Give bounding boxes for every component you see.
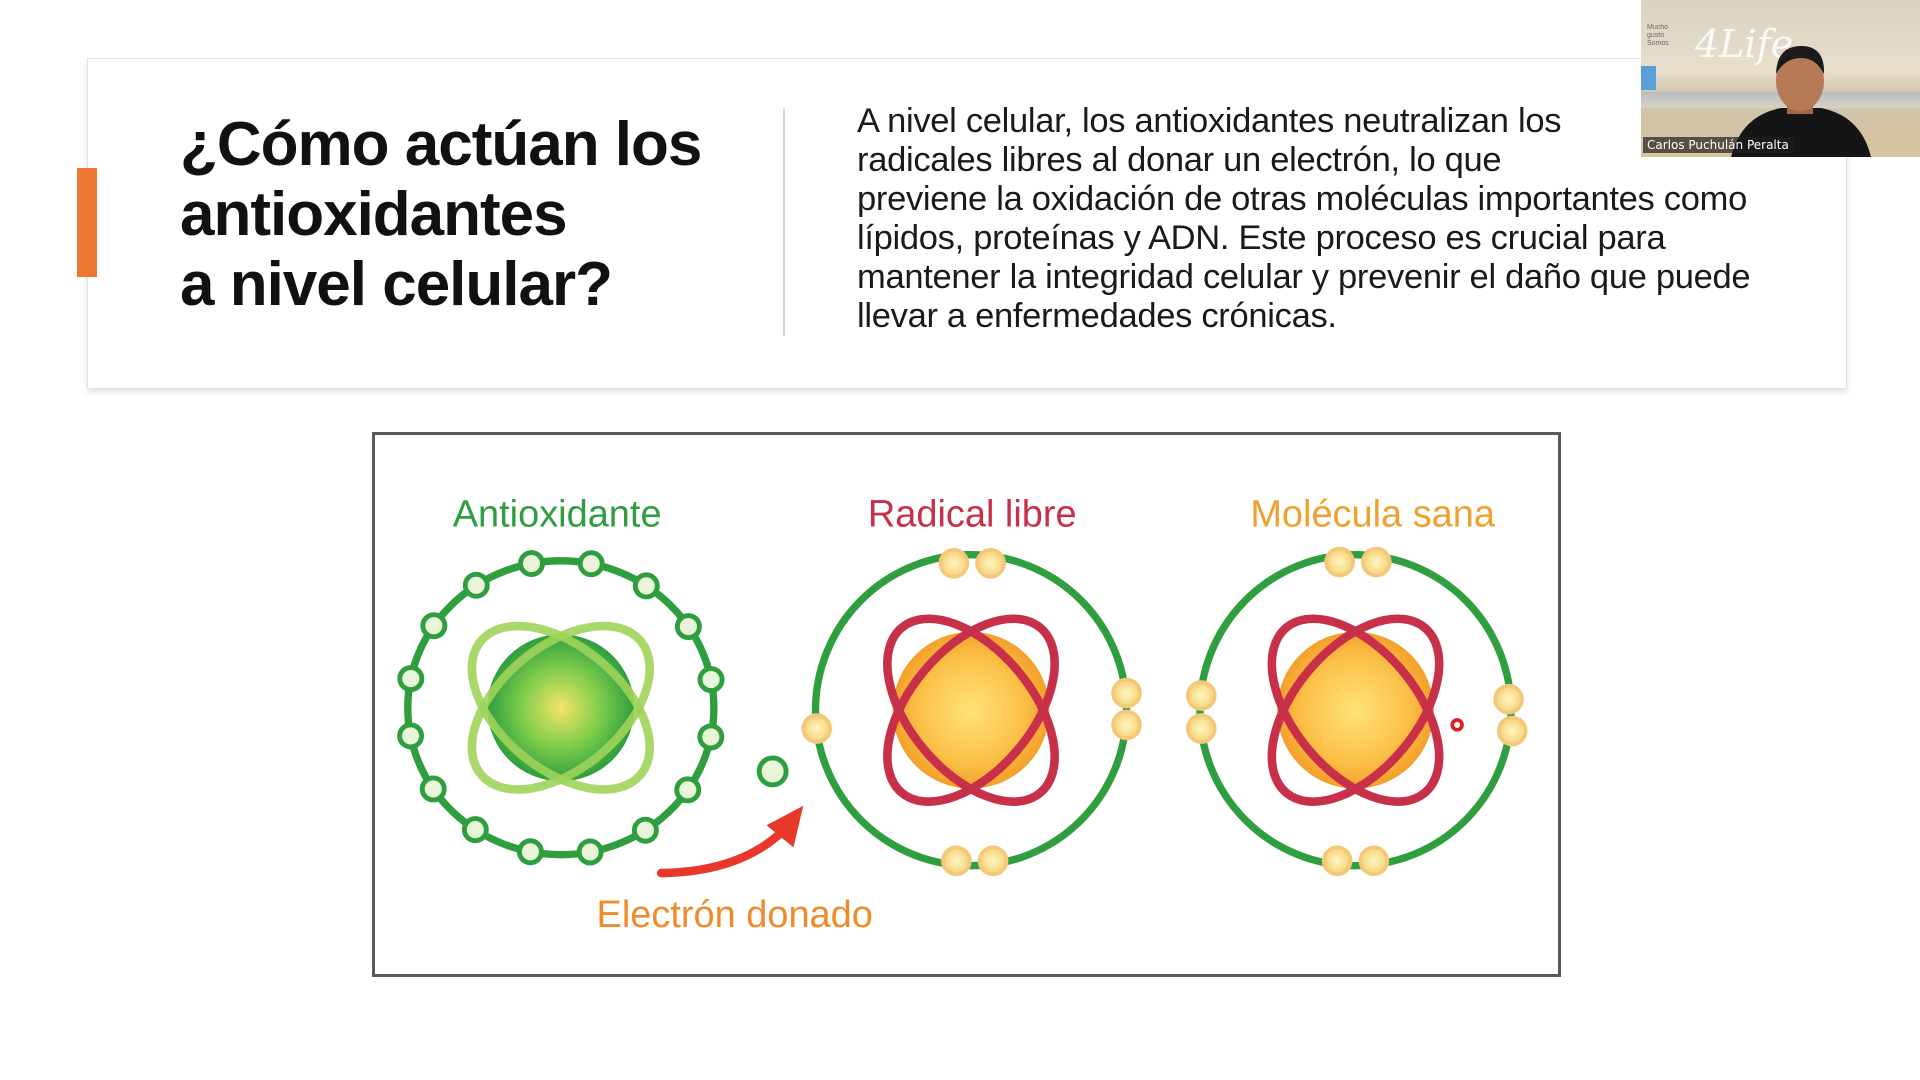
- electron: [1321, 845, 1353, 877]
- electron: [801, 713, 833, 744]
- title-line: a nivel celular?: [180, 250, 613, 319]
- arrow-head-icon: [766, 805, 804, 848]
- cursor-dot: [1450, 718, 1464, 732]
- electron: [1324, 546, 1355, 578]
- slide-body-text: A nivel celular, los antioxidantes neutr…: [857, 102, 1751, 335]
- orbit-electrons: [801, 546, 1528, 877]
- label-donated-electron: Electrón donado: [597, 894, 873, 936]
- divider: [783, 108, 785, 336]
- title-line: antioxidantes: [180, 180, 568, 249]
- free-radical-atom: [811, 551, 1131, 870]
- label-free-radical: Radical libre: [868, 494, 1077, 536]
- electron: [632, 572, 660, 600]
- participant-name: Carlos Puchulán Peralta: [1643, 137, 1793, 153]
- electron: [697, 723, 725, 751]
- electron: [1111, 709, 1142, 741]
- label-healthy-molecule: Molécula sana: [1250, 494, 1496, 536]
- electron: [975, 547, 1006, 579]
- background-logo: 4Life: [1695, 22, 1794, 66]
- background-text: Mucho gusto Somos: [1647, 24, 1669, 47]
- video-background: [1641, 92, 1920, 108]
- electron: [461, 816, 489, 844]
- electron: [674, 776, 702, 804]
- electron: [1496, 715, 1528, 747]
- webcam-video[interactable]: Mucho gusto Somos 4Life Carlos Puchulán …: [1641, 0, 1920, 157]
- electron: [941, 845, 972, 877]
- accent-bar: [77, 168, 97, 277]
- electron: [1361, 546, 1392, 578]
- electron: [697, 666, 725, 694]
- title-line: ¿Cómo actúan los: [180, 110, 702, 179]
- electron: [1358, 845, 1390, 877]
- antioxidant-electrons: [397, 550, 725, 866]
- electron: [576, 838, 604, 866]
- free-electron: [756, 755, 789, 788]
- electron: [1185, 713, 1217, 744]
- electron: [1493, 683, 1524, 715]
- electron: [1111, 677, 1142, 709]
- electron: [516, 838, 544, 866]
- slide-body-wrapper: A nivel celular, los antioxidantes neutr…: [857, 102, 1787, 336]
- electron: [518, 550, 545, 578]
- label-antioxidant: Antioxidante: [453, 494, 662, 536]
- electron: [397, 722, 425, 750]
- electron: [462, 571, 490, 599]
- electron: [577, 550, 605, 578]
- healthy-molecule-atom: [1196, 551, 1515, 870]
- donation-arrow: [656, 825, 788, 878]
- electron: [938, 547, 970, 579]
- slide-card: [87, 58, 1847, 389]
- video-background: [1641, 66, 1656, 90]
- electron: [631, 816, 659, 844]
- electron: [419, 775, 447, 803]
- electron: [674, 613, 702, 641]
- slide-title: ¿Cómo actúan los antioxidantes a nivel c…: [180, 110, 702, 320]
- electron: [397, 665, 425, 693]
- antioxidant-atom: [397, 550, 725, 866]
- electron: [977, 845, 1009, 877]
- electron: [420, 612, 448, 640]
- electron: [1185, 680, 1217, 711]
